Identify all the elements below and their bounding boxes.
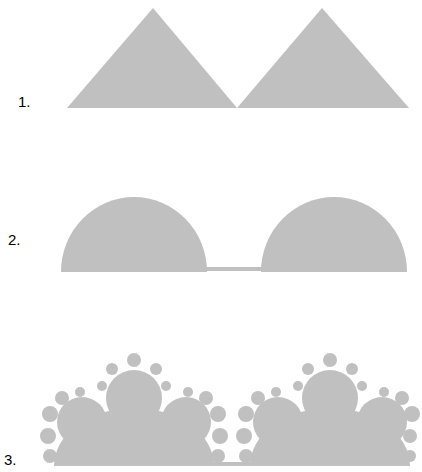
row-number: 3.: [4, 452, 17, 469]
fractal-clusters: [40, 353, 420, 466]
half-disc: [61, 197, 207, 272]
fractal-cluster: [40, 353, 228, 466]
triangles: [67, 8, 409, 108]
connecting-bar: [205, 267, 263, 271]
row-number: 2.: [8, 232, 21, 249]
triangle: [67, 8, 237, 108]
half-discs: [61, 197, 407, 272]
fractal-cluster: [236, 353, 420, 466]
triangle: [237, 8, 409, 108]
row-number: 1.: [18, 94, 31, 111]
half-disc: [261, 197, 407, 272]
